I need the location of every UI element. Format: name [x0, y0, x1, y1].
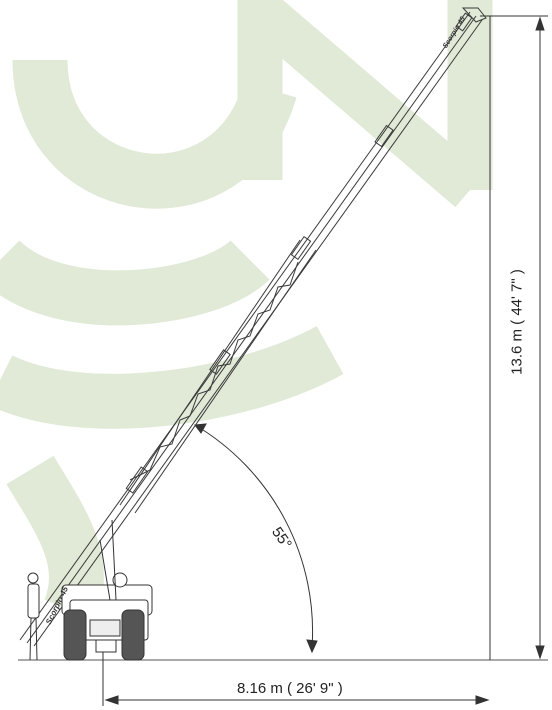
crane-boom — [19, 7, 487, 647]
crane-base — [61, 519, 153, 661]
height-label: 13.6 m ( 44' 7" ) — [508, 269, 526, 375]
watermark-logo — [0, 0, 493, 621]
reach-label: 8.16 m ( 26' 9" ) — [237, 680, 343, 697]
reach-dimension — [102, 650, 490, 706]
person-figure — [27, 572, 40, 661]
height-dimension — [480, 15, 548, 660]
angle-arc — [194, 423, 318, 654]
